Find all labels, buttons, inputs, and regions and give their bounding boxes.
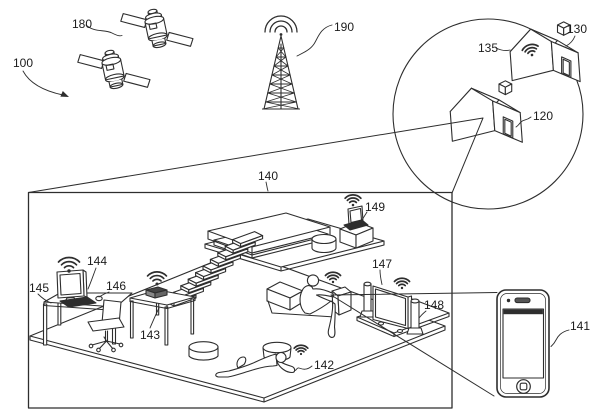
label-180-leader — [86, 25, 122, 36]
room-frame — [29, 193, 453, 409]
label-100: 100 — [13, 56, 33, 70]
label-180: 180 — [72, 17, 92, 31]
speaker-icon-148-left — [360, 282, 375, 317]
satellite-icon — [75, 40, 152, 101]
label-190-leader — [297, 25, 332, 56]
room-interior — [30, 194, 449, 402]
label-144: 144 — [87, 254, 107, 268]
label-145-leader — [38, 294, 51, 303]
label-100-arrowhead — [60, 91, 69, 97]
phone-home-button — [517, 380, 531, 394]
label-141: 141 — [570, 319, 590, 333]
label-135-leader — [496, 48, 510, 51]
label-190: 190 — [334, 20, 354, 34]
phone-speaker-icon — [515, 298, 530, 303]
label-143-leader — [150, 308, 159, 328]
coverage-circle — [393, 19, 583, 209]
wifi-icon-tv — [393, 277, 411, 290]
speaker-icon-148-right — [407, 299, 423, 334]
satellite-group — [75, 0, 195, 101]
phone-statusbar — [503, 309, 543, 315]
label-141-leader — [551, 330, 569, 347]
satellite-icon — [118, 0, 195, 60]
smartphone-icon-141 — [331, 290, 549, 397]
keyboard — [60, 297, 96, 307]
label-120-leader — [516, 117, 531, 127]
person-on-floor — [216, 353, 295, 378]
label-120: 120 — [533, 109, 553, 123]
label-100-arrow — [23, 71, 63, 95]
device-icon-143 — [146, 287, 167, 298]
ottoman-loft — [312, 235, 336, 253]
neighborhood-callout — [393, 19, 583, 209]
label-140: 140 — [258, 169, 278, 183]
label-149-leader — [361, 212, 367, 222]
label-135: 135 — [478, 41, 498, 55]
mouse-icon-146 — [96, 296, 102, 300]
phone-magnification-lines — [331, 293, 497, 397]
label-145: 145 — [29, 281, 49, 295]
label-146: 146 — [106, 279, 126, 293]
label-140-leader — [266, 182, 268, 191]
label-148: 148 — [424, 298, 444, 312]
reference-numerals: 100 180 190 130 135 120 140 141 142 143 … — [13, 17, 590, 372]
phone-camera-icon — [506, 298, 511, 303]
broadcast-waves-icon — [265, 16, 297, 36]
laptop-icon-149 — [344, 206, 368, 230]
label-147: 147 — [372, 257, 392, 271]
cell-tower-icon — [263, 16, 300, 109]
label-146-leader — [99, 292, 109, 297]
label-130-leader — [566, 36, 575, 46]
house-magnification-lines — [29, 118, 484, 193]
label-142: 142 — [314, 358, 334, 372]
leader-lines — [23, 25, 575, 371]
house-icon-120 — [449, 80, 523, 143]
label-147-leader — [380, 270, 382, 285]
office-chair — [88, 300, 124, 352]
label-148-leader — [420, 311, 427, 318]
phone-screen — [503, 309, 544, 378]
floor — [30, 251, 445, 402]
wifi-icon-laptop — [344, 194, 362, 207]
pouf-left — [189, 342, 218, 360]
label-144-leader — [88, 268, 96, 289]
wifi-icon-couch-device — [324, 271, 342, 284]
person-on-couch — [300, 275, 335, 337]
label-130: 130 — [567, 22, 587, 36]
label-142-leader — [296, 366, 313, 371]
label-149: 149 — [365, 200, 385, 214]
label-143: 143 — [140, 328, 160, 342]
